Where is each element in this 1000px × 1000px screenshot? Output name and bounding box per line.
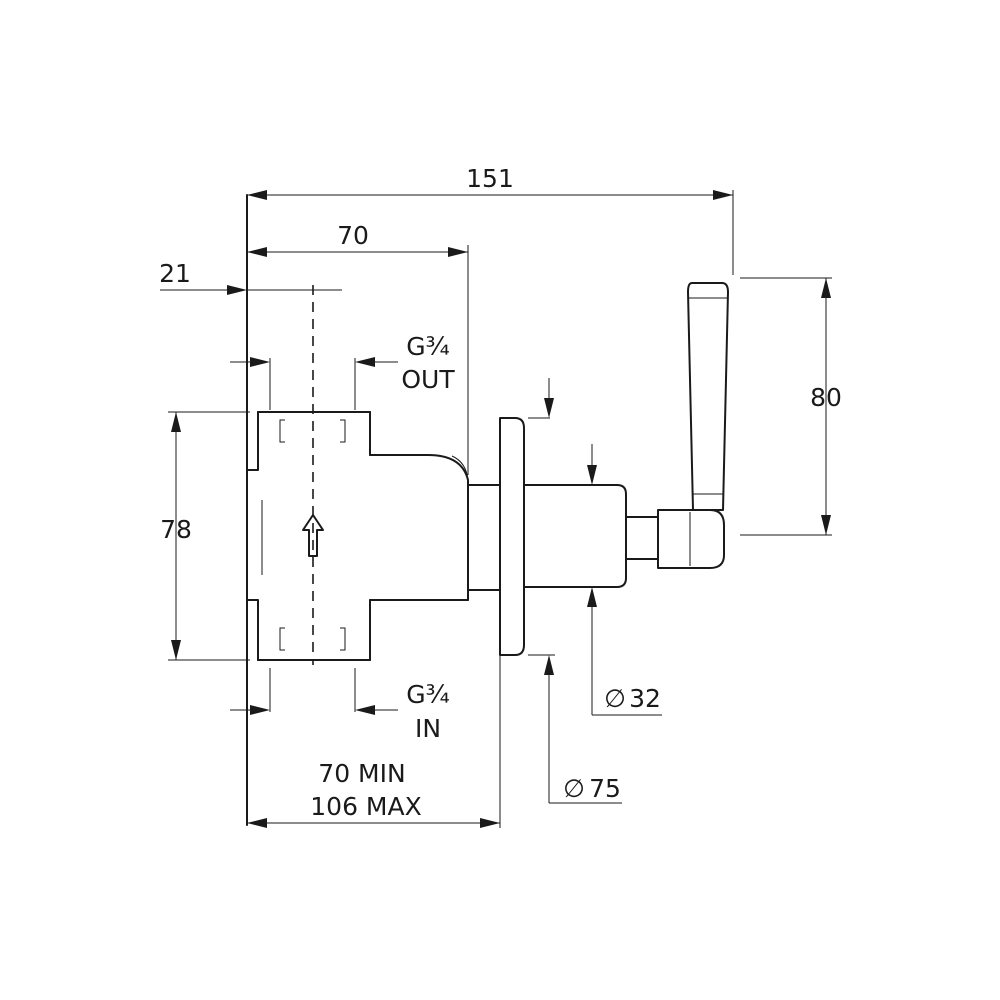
cover-plate: [499, 417, 525, 656]
stem: [625, 516, 659, 560]
dimension-handle-height: 80: [740, 277, 842, 536]
dim-body-width-label: 70: [337, 221, 369, 250]
dimension-body-height: 78: [160, 411, 250, 661]
depth-min-label: 70 MIN: [318, 759, 405, 788]
dimension-body-width: 70: [247, 221, 469, 475]
inlet-label: IN: [415, 714, 441, 743]
dimension-spindle-diameter: ∅ 32: [587, 444, 662, 716]
dim-handle-height-label: 80: [810, 383, 842, 412]
outlet-thread-label: G¾: [406, 332, 450, 361]
dimension-outlet-thread: G¾ OUT: [230, 332, 455, 410]
handle-base: [657, 509, 725, 569]
dim-overall-width-label: 151: [466, 164, 514, 193]
outlet-label: OUT: [401, 365, 455, 394]
inlet-thread-label: G¾: [406, 680, 450, 709]
depth-max-label: 106 MAX: [310, 792, 421, 821]
dimension-overall-width: 151: [247, 164, 734, 275]
dimension-inlet-thread: G¾ IN: [230, 668, 450, 743]
dim-offset-label: 21: [159, 259, 191, 288]
spindle-assembly: [467, 282, 729, 656]
valve-body: [246, 194, 469, 826]
spindle-diameter-symbol: ∅: [604, 684, 626, 713]
dimension-plate-diameter: ∅ 75: [528, 378, 622, 804]
lever-handle: [687, 282, 729, 511]
dim-body-height-label: 78: [160, 515, 192, 544]
spindle-diameter-label: 32: [629, 684, 661, 713]
plate-diameter-label: 75: [589, 774, 621, 803]
spindle-housing: [523, 484, 627, 588]
dimension-offset: 21: [159, 259, 342, 295]
plate-diameter-symbol: ∅: [563, 774, 585, 803]
flow-arrow-icon: [302, 514, 324, 557]
dimension-depth: 70 MIN 106 MAX: [247, 655, 501, 828]
